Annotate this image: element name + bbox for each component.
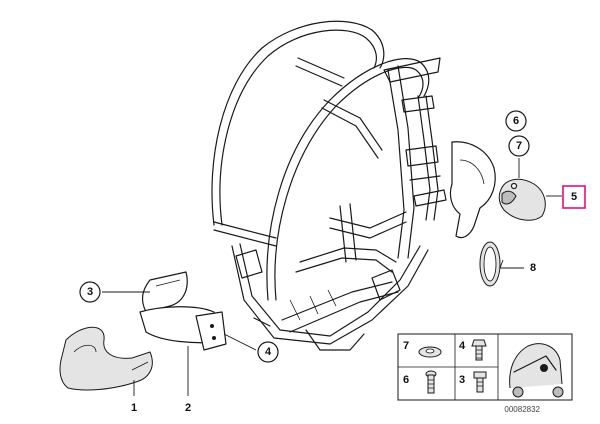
svg-text:8: 8 — [530, 262, 536, 274]
front-cover — [59, 326, 153, 391]
callout-5-highlighted[interactable]: 5 — [562, 185, 586, 209]
vehicle-thumbnail-icon — [509, 343, 564, 398]
leader-lines — [102, 158, 562, 396]
reflector-cap — [498, 178, 546, 221]
curved-shield — [139, 306, 227, 351]
svg-text:4: 4 — [265, 346, 272, 358]
callout-6[interactable]: 6 — [505, 110, 527, 132]
svg-text:1: 1 — [131, 402, 137, 414]
hex-bolt-icon — [471, 339, 487, 361]
callout-2[interactable]: 2 — [185, 402, 191, 414]
svg-text:6: 6 — [513, 115, 519, 127]
svg-text:2: 2 — [185, 402, 191, 414]
headlight-housing — [449, 141, 496, 239]
callout-1[interactable]: 1 — [131, 402, 137, 414]
fastener-legend: 7 4 6 3 — [397, 333, 573, 401]
bracket-panel — [141, 271, 188, 313]
svg-text:3: 3 — [87, 286, 93, 298]
washer-icon — [418, 346, 442, 358]
sealing-ring — [479, 241, 501, 287]
legend-label-3: 3 — [459, 374, 465, 386]
callout-4[interactable]: 4 — [257, 341, 279, 363]
callout-3[interactable]: 3 — [79, 281, 101, 303]
legend-label-6: 6 — [403, 374, 409, 386]
callout-7[interactable]: 7 — [508, 135, 530, 157]
frame-assembly — [211, 20, 447, 351]
callout-8[interactable]: 8 — [530, 262, 536, 274]
drawing-code: 00082832 — [504, 405, 540, 414]
svg-text:5: 5 — [571, 191, 577, 203]
legend-label-7: 7 — [403, 340, 409, 352]
legend-label-4: 4 — [459, 340, 466, 352]
bolt-icon — [473, 371, 487, 393]
svg-text:7: 7 — [516, 140, 522, 152]
screw-icon — [425, 370, 437, 394]
